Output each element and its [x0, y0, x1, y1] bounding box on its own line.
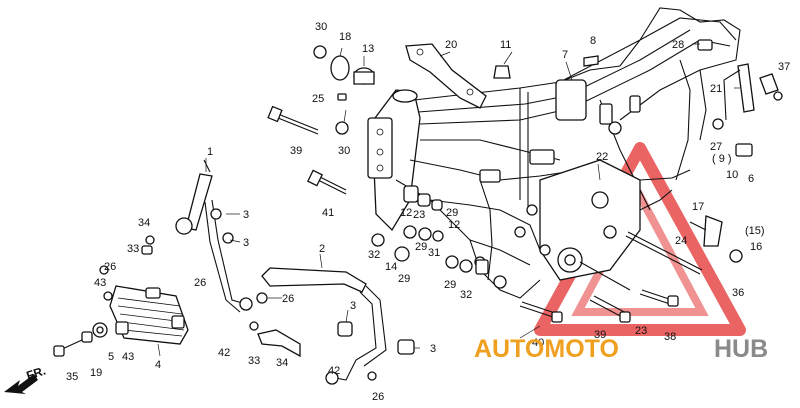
bracket-20	[405, 43, 487, 109]
callout-c35: 35	[66, 371, 78, 383]
callout-c26c: 26	[282, 293, 294, 305]
callout-c19: 19	[90, 367, 102, 379]
callout-c43b: 43	[122, 351, 134, 363]
callout-c14: 14	[385, 261, 397, 273]
cooler-hardware	[53, 265, 129, 357]
callout-c2: 2	[319, 243, 325, 255]
callout-c15: (15)	[745, 225, 765, 237]
callout-c29a: 29	[446, 207, 458, 219]
callout-c5: 5	[108, 351, 114, 363]
oil-line-2	[256, 267, 415, 385]
callout-c29b: 29	[415, 241, 427, 253]
callout-c26b: 26	[194, 277, 206, 289]
callout-c42b: 42	[328, 365, 340, 377]
clamp-33	[249, 321, 259, 331]
clip-8	[583, 55, 599, 67]
main-frame	[367, 7, 741, 299]
callout-c42a: 42	[218, 347, 230, 359]
callout-c16: 16	[750, 241, 762, 253]
callout-c28: 28	[672, 39, 684, 51]
callout-c9: ( 9 )	[712, 153, 732, 165]
callout-c7: 7	[562, 49, 568, 61]
callout-c23a: 23	[413, 209, 425, 221]
callout-c11: 11	[500, 39, 511, 51]
bolts-left	[267, 105, 347, 195]
callout-c31: 31	[428, 247, 440, 259]
callout-c21: 21	[710, 83, 722, 95]
callout-c33b: 33	[248, 355, 260, 367]
callout-c29d: 29	[444, 279, 456, 291]
callout-c33a: 33	[127, 243, 139, 255]
front-label: FR.	[25, 364, 48, 383]
callout-c3b: 3	[243, 237, 249, 249]
hose-34	[257, 329, 301, 358]
callout-c12a: 12	[400, 207, 412, 219]
callout-c26a: 26	[104, 261, 116, 273]
callout-c3d: 3	[430, 343, 436, 355]
callout-c4: 4	[155, 359, 161, 371]
callout-c20: 20	[445, 39, 457, 51]
callout-c25: 25	[312, 93, 324, 105]
clamp-33b	[145, 235, 155, 245]
callout-c22: 22	[596, 151, 608, 163]
callout-c36: 36	[732, 287, 744, 299]
callout-c3c: 3	[350, 300, 356, 312]
callout-c17: 17	[692, 201, 704, 213]
callout-c37: 37	[778, 61, 790, 73]
callout-c13: 13	[362, 43, 374, 55]
oil-line-1	[141, 159, 253, 313]
bushing-parts	[313, 45, 375, 135]
callout-c30b: 30	[338, 145, 350, 157]
right-clips	[689, 39, 783, 263]
callout-c23b: 23	[635, 325, 647, 337]
front-arrow-icon	[4, 374, 38, 394]
callout-c24: 24	[675, 235, 687, 247]
callout-c29c: 29	[398, 273, 410, 285]
callout-c38: 38	[664, 331, 676, 343]
long-bolts	[519, 231, 703, 323]
callout-c27: 27	[710, 141, 722, 153]
callout-c30a: 30	[315, 21, 327, 33]
callout-c10: 10	[726, 169, 738, 181]
watermark-logo: AUTOMOTO HUB	[474, 335, 768, 363]
callout-c34b: 34	[276, 357, 288, 369]
watermark-word-orange: AUTOMOTO	[474, 335, 619, 363]
callout-c18: 18	[339, 31, 351, 43]
callout-c32b: 32	[460, 289, 472, 301]
engine-mount-parts	[371, 185, 489, 275]
callout-c3a: 3	[243, 209, 249, 221]
callout-c39a: 39	[290, 145, 302, 157]
callout-c8: 8	[590, 35, 596, 47]
grommet-11	[493, 65, 511, 79]
callout-c32a: 32	[368, 249, 380, 261]
callout-c12b: 12	[448, 219, 460, 231]
callout-c26d: 26	[372, 391, 384, 403]
callout-c40: 40	[532, 337, 544, 349]
watermark-word-gray: HUB	[714, 335, 768, 363]
callout-c41: 41	[322, 207, 334, 219]
leader-lines	[157, 43, 740, 357]
oil-cooler	[109, 285, 189, 345]
callout-c43a: 43	[94, 277, 106, 289]
callout-c1: 1	[207, 146, 213, 158]
callout-c34a: 34	[138, 217, 150, 229]
callout-c39b: 39	[594, 329, 606, 341]
callout-c6: 6	[748, 173, 754, 185]
